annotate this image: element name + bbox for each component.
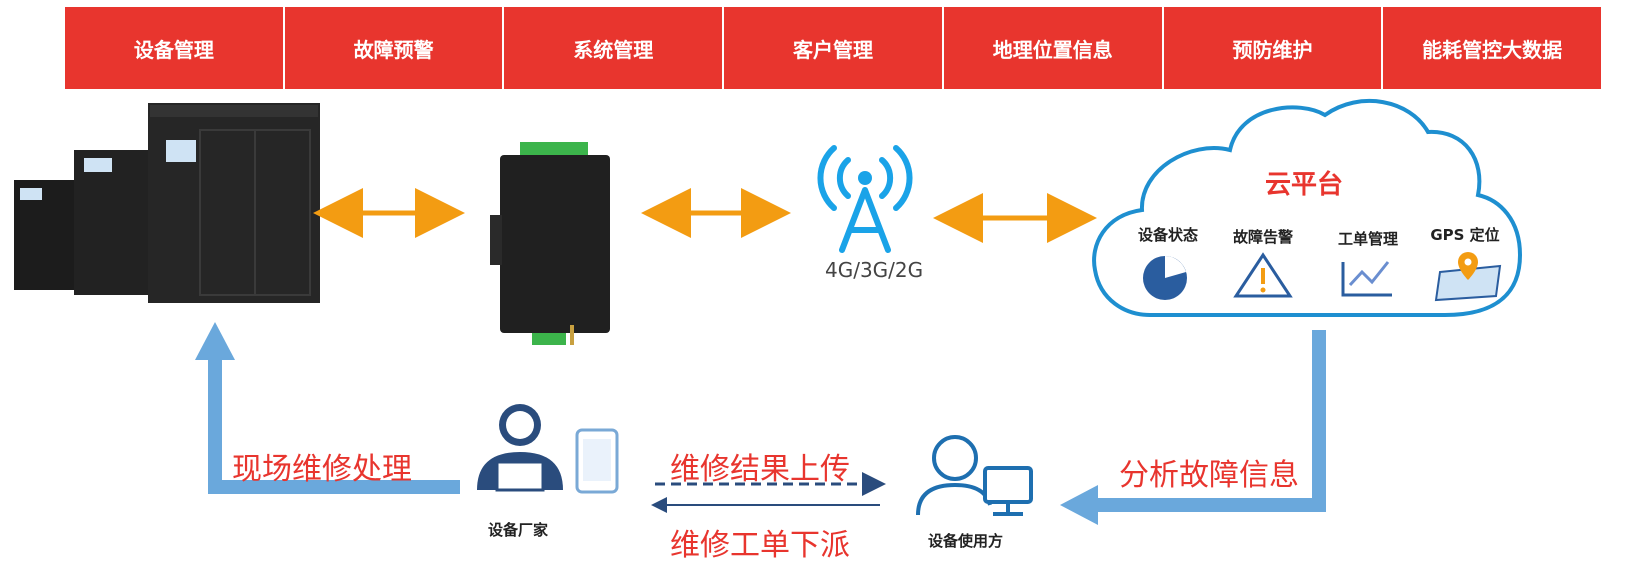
tab-geo-location[interactable]: 地理位置信息 <box>943 7 1164 89</box>
tab-device-management[interactable]: 设备管理 <box>65 7 285 89</box>
flow-arrow-field-repair <box>208 355 460 494</box>
user-person-icon <box>916 435 1033 516</box>
dispatch-order-label: 维修工单下派 <box>670 528 850 563</box>
field-repair-label: 现场维修处理 <box>232 452 412 487</box>
manufacturer-person-icon <box>477 404 619 494</box>
tab-customer-management[interactable]: 客户管理 <box>724 7 944 89</box>
tab-preventive-maintenance[interactable]: 预防维护 <box>1163 7 1384 89</box>
tab-energy-big-data[interactable]: 能耗管控大数据 <box>1383 7 1602 89</box>
dtu-device-image <box>490 142 610 345</box>
antenna-tower-icon <box>817 145 913 253</box>
cloud-shape <box>1092 99 1523 317</box>
warning-icon <box>1233 252 1293 298</box>
pie-chart-icon <box>1143 256 1187 300</box>
flow-arrow-analyze <box>1090 330 1326 512</box>
cloud-feature-device-status: 设备状态 <box>1137 226 1198 244</box>
top-nav: 设备管理 故障预警 系统管理 客户管理 地理位置信息 预防维护 能耗管控大数据 <box>65 7 1602 89</box>
tab-fault-warning[interactable]: 故障预警 <box>284 7 505 89</box>
user-label: 设备使用方 <box>928 532 1004 550</box>
upload-result-label: 维修结果上传 <box>670 452 850 487</box>
cloud-feature-work-order: 工单管理 <box>1337 230 1398 248</box>
cloud-feature-gps: GPS 定位 <box>1430 226 1500 244</box>
line-chart-icon <box>1341 261 1392 297</box>
manufacturer-label: 设备厂家 <box>488 521 549 539</box>
network-label: 4G/3G/2G <box>825 258 924 282</box>
tab-system-management[interactable]: 系统管理 <box>504 7 725 89</box>
analyze-fault-label: 分析故障信息 <box>1119 458 1299 493</box>
ups-cabinets-image <box>14 103 320 303</box>
cloud-feature-fault-alarm: 故障告警 <box>1232 228 1293 246</box>
map-pin-icon <box>1434 252 1502 302</box>
cloud-title: 云平台 <box>1265 170 1344 200</box>
